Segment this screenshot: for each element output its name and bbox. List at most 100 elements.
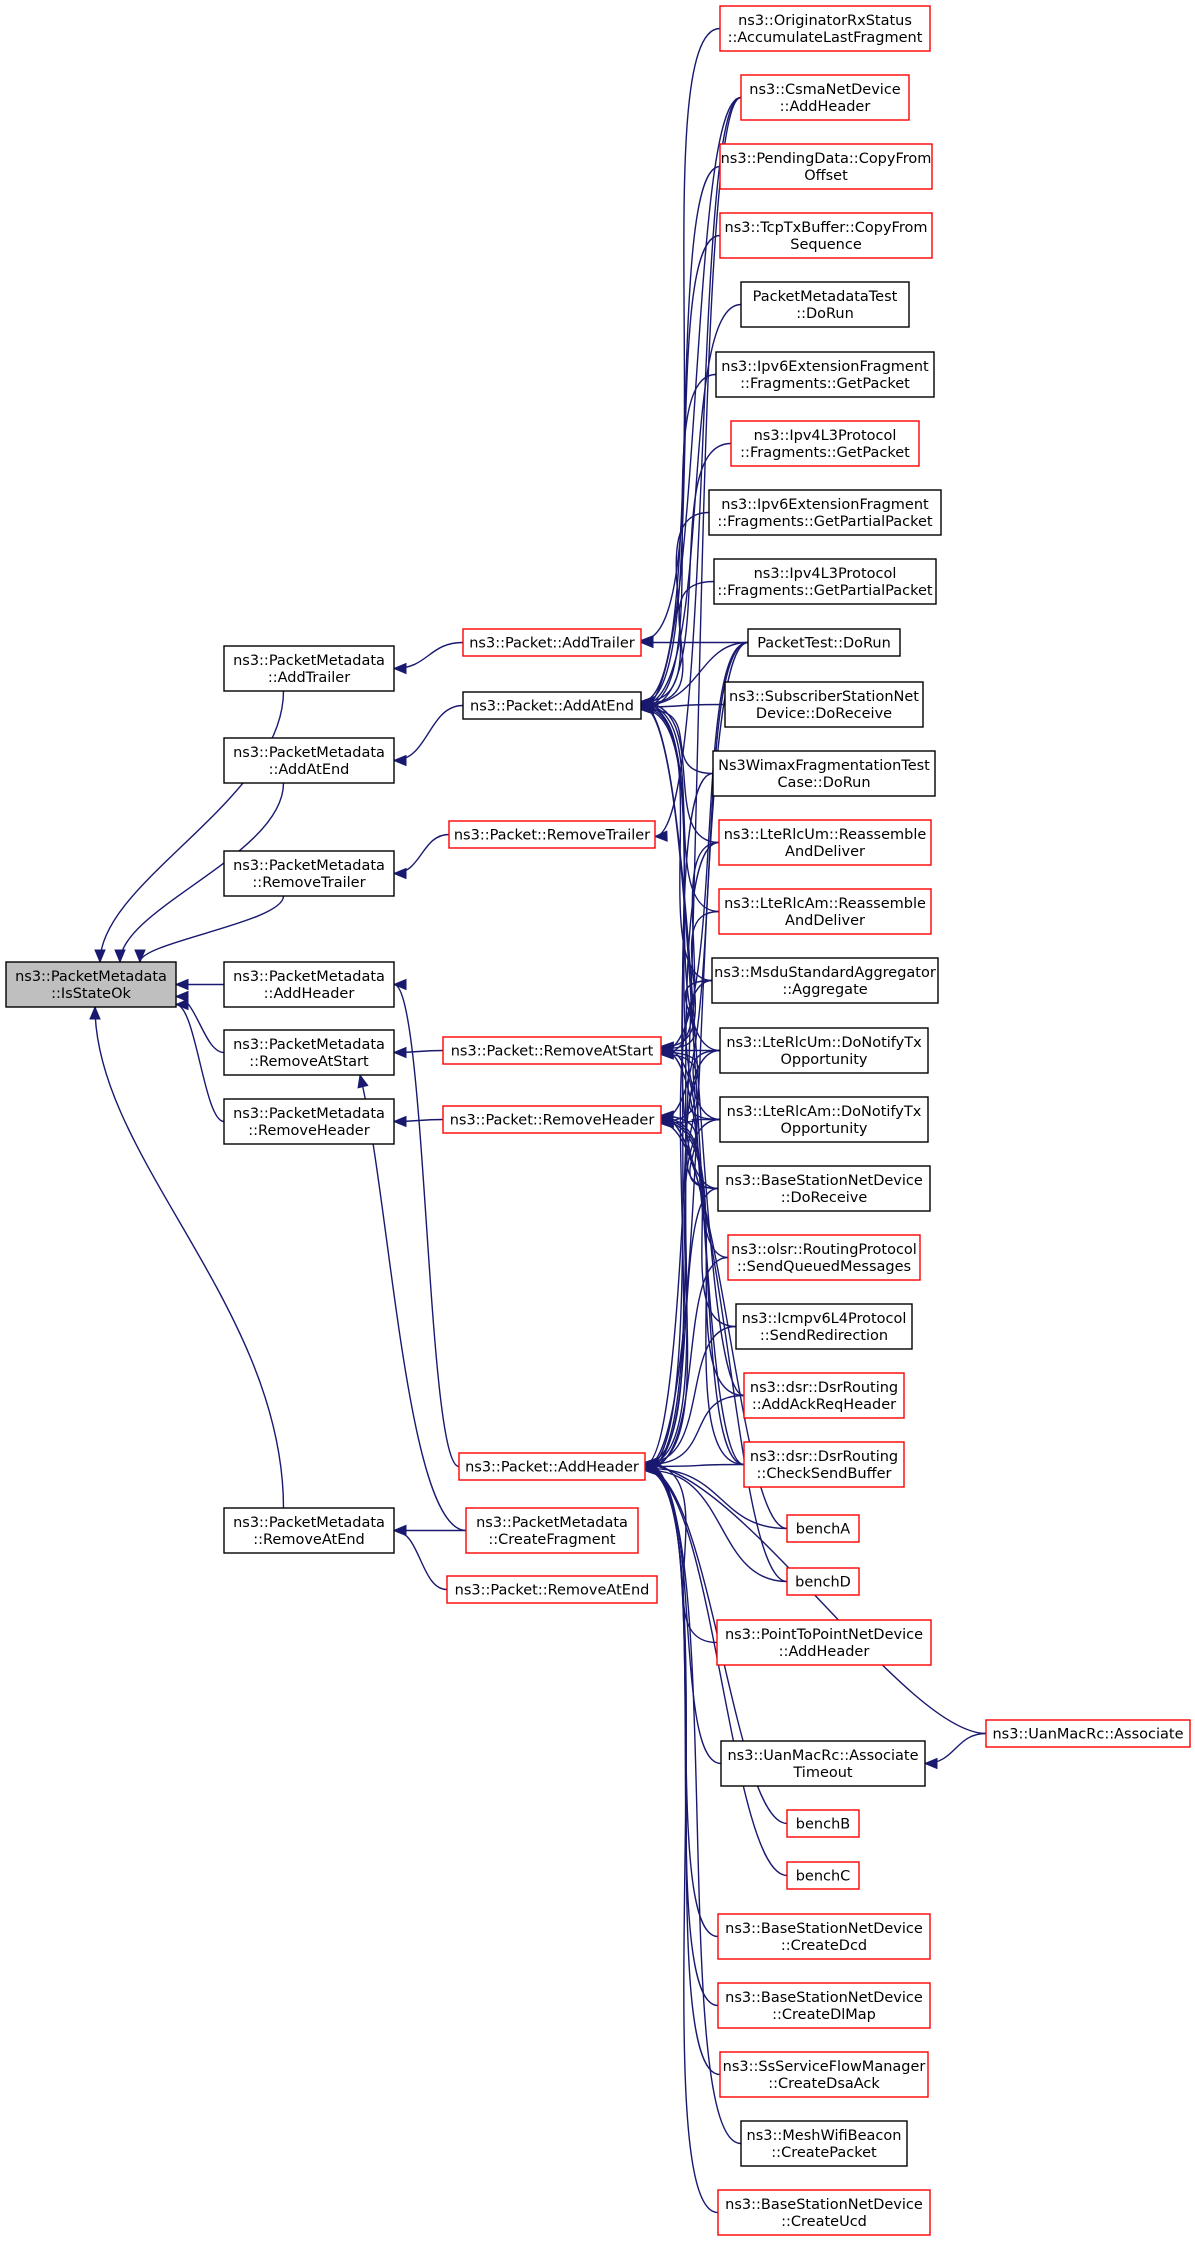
node-benchc[interactable]: benchC bbox=[786, 1861, 860, 1890]
node-box bbox=[740, 281, 910, 328]
node-msdu-aggregate[interactable]: ns3::MsduStandardAggregator::Aggregate bbox=[711, 957, 939, 1004]
node-pm-removeatend[interactable]: ns3::PacketMetadata::RemoveAtEnd bbox=[223, 1507, 395, 1554]
node-mesh-createpacket[interactable]: ns3::MeshWifiBeacon::CreatePacket bbox=[740, 2120, 908, 2167]
node-orig-acc[interactable]: ns3::OriginatorRxStatus::AccumulateLastF… bbox=[719, 5, 931, 52]
edge-uanmacrc-associate-to-uanmacrc-timeout bbox=[924, 1732, 987, 1765]
node-p2p-addheader[interactable]: ns3::PointToPointNetDevice::AddHeader bbox=[716, 1619, 932, 1666]
node-label: AndDeliver bbox=[785, 844, 865, 860]
node-pm-removeheader[interactable]: ns3::PacketMetadata::RemoveHeader bbox=[223, 1098, 395, 1145]
edge-pm-removeheader-to-isstateok bbox=[175, 1003, 225, 1123]
node-bsnd-createdcd[interactable]: ns3::BaseStationNetDevice::CreateDcd bbox=[717, 1913, 931, 1960]
node-box bbox=[727, 1234, 921, 1281]
node-benchb[interactable]: benchB bbox=[786, 1809, 860, 1838]
node-dsr-checksend[interactable]: ns3::dsr::DsrRouting::CheckSendBuffer bbox=[743, 1441, 905, 1488]
node-label: benchD bbox=[795, 1575, 851, 1591]
node-olsr-send[interactable]: ns3::olsr::RoutingProtocol::SendQueuedMe… bbox=[727, 1234, 921, 1281]
node-bsnd-doreceive[interactable]: ns3::BaseStationNetDevice::DoReceive bbox=[717, 1165, 931, 1212]
node-label: ::RemoveHeader bbox=[248, 1123, 369, 1139]
edge-icmpv6-redirect-to-p-addheader bbox=[644, 1325, 737, 1464]
edge-arrowhead bbox=[659, 1043, 674, 1055]
node-box bbox=[735, 1303, 913, 1350]
node-pm-createfragment[interactable]: ns3::PacketMetadata::CreateFragment bbox=[465, 1507, 639, 1554]
node-box bbox=[223, 645, 395, 692]
node-box bbox=[717, 2189, 931, 2236]
node-label: ns3::dsr::DsrRouting bbox=[750, 1380, 898, 1396]
node-label: ns3::dsr::DsrRouting bbox=[750, 1449, 898, 1465]
node-bencha[interactable]: benchA bbox=[786, 1514, 860, 1543]
node-pm-removeatstart[interactable]: ns3::PacketMetadata::RemoveAtStart bbox=[223, 1029, 395, 1076]
node-label: Offset bbox=[804, 168, 848, 184]
node-label: ns3::Ipv4L3Protocol bbox=[754, 566, 897, 582]
node-pm-removetrailer[interactable]: ns3::PacketMetadata::RemoveTrailer bbox=[223, 850, 395, 897]
node-ipv4l3-getpacket[interactable]: ns3::Ipv4L3Protocol::Fragments::GetPacke… bbox=[730, 420, 920, 467]
nodes-layer: ns3::PacketMetadata::IsStateOkns3::Packe… bbox=[5, 5, 1191, 2236]
node-box bbox=[719, 212, 933, 259]
node-bsnd-createdlmap[interactable]: ns3::BaseStationNetDevice::CreateDlMap bbox=[717, 1982, 931, 2029]
node-subscriber-doreceive[interactable]: ns3::SubscriberStationNetDevice::DoRecei… bbox=[724, 681, 924, 728]
node-label: ::Fragments::GetPartialPacket bbox=[717, 583, 933, 599]
node-label: ::CheckSendBuffer bbox=[757, 1466, 892, 1482]
node-p-removetrailer[interactable]: ns3::Packet::RemoveTrailer bbox=[448, 820, 656, 849]
node-label: ns3::PacketMetadata bbox=[233, 858, 385, 874]
node-ipv6ext-getpacket[interactable]: ns3::Ipv6ExtensionFragment::Fragments::G… bbox=[715, 351, 935, 398]
edge-arrowhead bbox=[392, 662, 407, 675]
node-label: ns3::MeshWifiBeacon bbox=[747, 2128, 902, 2144]
node-label: ns3::olsr::RoutingProtocol bbox=[731, 1242, 917, 1258]
node-label: ns3::SsServiceFlowManager bbox=[723, 2059, 926, 2075]
node-label: ns3::Packet::AddTrailer bbox=[469, 636, 635, 652]
node-label: ::AddHeader bbox=[779, 1644, 870, 1660]
edge-uanmacrc-associate-to-p-addheader bbox=[644, 1463, 987, 1735]
node-label: benchA bbox=[796, 1522, 850, 1538]
edge-lterlcum-notify-to-p-addheader bbox=[644, 1049, 721, 1466]
node-p-addheader[interactable]: ns3::Packet::AddHeader bbox=[458, 1452, 646, 1481]
edge-pm-removeatend-to-isstateok bbox=[94, 1006, 285, 1509]
node-pm-addtrailer[interactable]: ns3::PacketMetadata::AddTrailer bbox=[223, 645, 395, 692]
node-label: ns3::Ipv6ExtensionFragment bbox=[721, 497, 929, 513]
node-box bbox=[717, 1913, 931, 1960]
node-p-addtrailer[interactable]: ns3::Packet::AddTrailer bbox=[462, 628, 642, 657]
node-bsnd-createucd[interactable]: ns3::BaseStationNetDevice::CreateUcd bbox=[717, 2189, 931, 2236]
node-ipv4l3-getpartial[interactable]: ns3::Ipv4L3Protocol::Fragments::GetParti… bbox=[713, 558, 937, 605]
node-label: ns3::CsmaNetDevice bbox=[749, 82, 901, 98]
node-box bbox=[442, 1036, 662, 1065]
node-p-addatend[interactable]: ns3::Packet::AddAtEnd bbox=[462, 691, 642, 720]
edge-arrowhead bbox=[923, 1757, 938, 1770]
node-p-removeheader[interactable]: ns3::Packet::RemoveHeader bbox=[442, 1105, 662, 1134]
node-box bbox=[446, 1575, 658, 1604]
node-pmtest-dorun[interactable]: PacketMetadataTest::DoRun bbox=[740, 281, 910, 328]
node-label: ::IsStateOk bbox=[51, 986, 131, 1002]
node-dsr-ackreq[interactable]: ns3::dsr::DsrRouting::AddAckReqHeader bbox=[743, 1372, 905, 1419]
edge-benchc-to-p-addheader bbox=[644, 1469, 788, 1877]
node-box bbox=[223, 737, 395, 784]
node-p-removeatend[interactable]: ns3::Packet::RemoveAtEnd bbox=[446, 1575, 658, 1604]
node-pm-addheader[interactable]: ns3::PacketMetadata::AddHeader bbox=[223, 961, 395, 1008]
node-label: Ns3WimaxFragmentationTest bbox=[718, 758, 930, 774]
node-ipv6ext-getpartial[interactable]: ns3::Ipv6ExtensionFragment::Fragments::G… bbox=[708, 489, 942, 536]
node-box bbox=[743, 1372, 905, 1419]
node-label: ns3::LteRlcUm::DoNotifyTx bbox=[726, 1035, 922, 1051]
node-icmpv6-redirect[interactable]: ns3::Icmpv6L4Protocol::SendRedirection bbox=[735, 1303, 913, 1350]
node-label: AndDeliver bbox=[785, 913, 865, 929]
edge-pm-addtrailer-to-isstateok bbox=[99, 690, 285, 963]
node-label: Device::DoReceive bbox=[756, 706, 892, 722]
edge-pm-addatend-to-isstateok bbox=[119, 782, 285, 963]
node-p-removeatstart[interactable]: ns3::Packet::RemoveAtStart bbox=[442, 1036, 662, 1065]
node-label: Opportunity bbox=[780, 1121, 867, 1137]
node-packettest-dorun[interactable]: PacketTest::DoRun bbox=[747, 628, 901, 657]
node-benchd[interactable]: benchD bbox=[786, 1567, 860, 1596]
node-pm-addatend[interactable]: ns3::PacketMetadata::AddAtEnd bbox=[223, 737, 395, 784]
node-ssflow-dsaack[interactable]: ns3::SsServiceFlowManager::CreateDsaAck bbox=[719, 2051, 929, 2098]
node-isstateok[interactable]: ns3::PacketMetadata::IsStateOk bbox=[5, 961, 177, 1008]
node-box bbox=[717, 1165, 931, 1212]
node-csma-addheader[interactable]: ns3::CsmaNetDevice::AddHeader bbox=[740, 74, 910, 121]
node-uanmacrc-associate[interactable]: ns3::UanMacRc::Associate bbox=[985, 1719, 1191, 1748]
node-label: ns3::PointToPointNetDevice bbox=[725, 1627, 923, 1643]
